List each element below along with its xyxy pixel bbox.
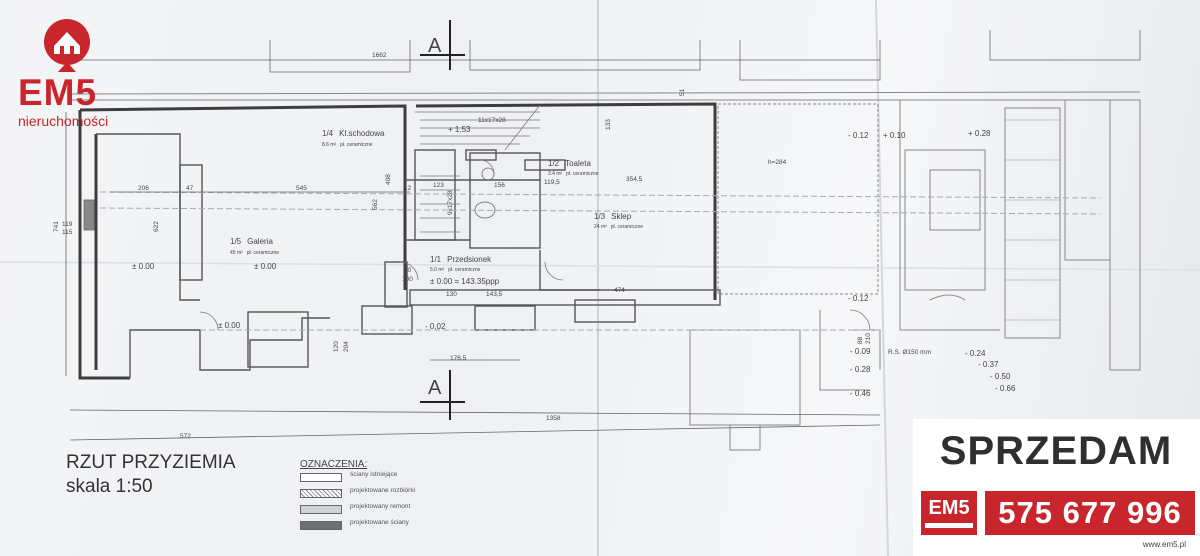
drawing-scale: skala 1:50 xyxy=(66,475,153,497)
dimension-label: 206 xyxy=(138,185,149,192)
level-mark: ± 0.00 xyxy=(132,262,155,271)
level-mark: - 0.28 xyxy=(850,365,871,374)
dimension-label: 11x17x28 xyxy=(478,117,506,124)
dimension-label: h=284 xyxy=(768,159,787,166)
legend-item: projektowane rozbiórki xyxy=(300,486,450,502)
level-mark: ± 0.00 xyxy=(254,262,277,271)
dimension-label: 90 xyxy=(404,267,412,274)
level-mark: - 0.50 xyxy=(990,372,1011,381)
phone-number[interactable]: 575 677 996 xyxy=(985,491,1195,535)
dimension-label: 354,5 xyxy=(626,176,643,183)
legend-item: projektowane ściany xyxy=(300,518,450,534)
dimension-label: 51 xyxy=(679,88,686,96)
dimension-label: 143,5 xyxy=(486,291,503,298)
dimension-label: R.S. Ø150 mm xyxy=(888,349,931,356)
dimension-label: 130 xyxy=(446,291,457,298)
legend-swatch xyxy=(300,521,342,530)
level-mark: - 0.46 xyxy=(850,389,871,398)
level-mark: ± 0.00 xyxy=(218,321,241,330)
dimension-label: 88 xyxy=(857,336,864,344)
logo-tagline: nieruchomości xyxy=(18,113,109,129)
legend: OZNACZENIA: ściany istniejące projektowa… xyxy=(300,459,450,534)
em5-badge: EM5 xyxy=(921,491,977,535)
dimension-label: 562 xyxy=(372,199,379,210)
dimension-label: 408 xyxy=(385,174,392,185)
dimension-label: 622 xyxy=(153,221,160,232)
sale-headline: SPRZEDAM xyxy=(939,429,1173,473)
legend-swatch xyxy=(300,473,342,482)
house-logo-icon xyxy=(44,19,90,72)
dimension-label: 9x17x28 xyxy=(447,190,454,215)
level-mark: - 0.66 xyxy=(995,384,1016,393)
drawing-title-block: RZUT PRZYZIEMIA skala 1:50 xyxy=(66,451,236,499)
level-mark: - 0.09 xyxy=(850,347,871,356)
level-mark: + 0.10 xyxy=(883,131,906,140)
dimension-label: 133 xyxy=(605,119,612,130)
level-mark: + 1.53 xyxy=(448,125,471,134)
sale-banner: SPRZEDAM EM5 575 677 996 www.em5.pl xyxy=(913,419,1200,556)
dimension-label: 741 xyxy=(53,221,60,232)
dimension-label: 156 xyxy=(494,182,505,189)
dimension-label: 119,5 xyxy=(544,179,560,186)
legend-item: ściany istniejące xyxy=(300,470,450,486)
level-mark: - 0.24 xyxy=(965,349,986,358)
legend-item: projektowany remont xyxy=(300,502,450,518)
drawing-title: RZUT PRZYZIEMIA xyxy=(66,452,236,473)
section-mark-top: A xyxy=(428,35,442,57)
dimension-label: 100 xyxy=(402,276,413,283)
dimension-label: 572 xyxy=(180,433,191,440)
section-mark-bottom: A xyxy=(428,377,442,399)
dimension-label: 210 xyxy=(865,333,872,344)
dimension-label: 176,5 xyxy=(450,355,467,362)
dimension-label: 1358 xyxy=(546,415,561,422)
dimension-label: 474 xyxy=(614,287,625,294)
svg-text:1/4Kl.schodowa: 1/4Kl.schodowa xyxy=(322,129,385,138)
level-mark: - 0.12 xyxy=(848,294,869,303)
level-mark: - 0.12 xyxy=(848,131,869,140)
dimension-label: 545 xyxy=(296,185,307,192)
dimension-label: 47 xyxy=(186,185,194,192)
dimension-label: 204 xyxy=(343,341,350,352)
dimension-label: 123 xyxy=(433,182,444,189)
legend-swatch xyxy=(300,489,342,498)
em5-logo: EM5 nieruchomości xyxy=(14,18,124,138)
dimension-label: 119 xyxy=(62,221,73,228)
website-link[interactable]: www.em5.pl xyxy=(1142,540,1186,549)
legend-heading: OZNACZENIA: xyxy=(300,459,368,470)
level-mark: - 0.02 xyxy=(425,322,446,331)
level-mark: ± 0.00 = 143.35ppp xyxy=(430,277,500,286)
dimension-label: 120 xyxy=(333,341,340,352)
dimension-label: 115 xyxy=(62,229,73,236)
level-mark: + 0.28 xyxy=(968,129,991,138)
legend-swatch xyxy=(300,505,342,514)
level-mark: - 0.37 xyxy=(978,360,999,369)
logo-brand: EM5 xyxy=(18,72,98,113)
dimension-label: 1662 xyxy=(372,52,387,59)
dimension-label: 12 xyxy=(404,185,412,192)
